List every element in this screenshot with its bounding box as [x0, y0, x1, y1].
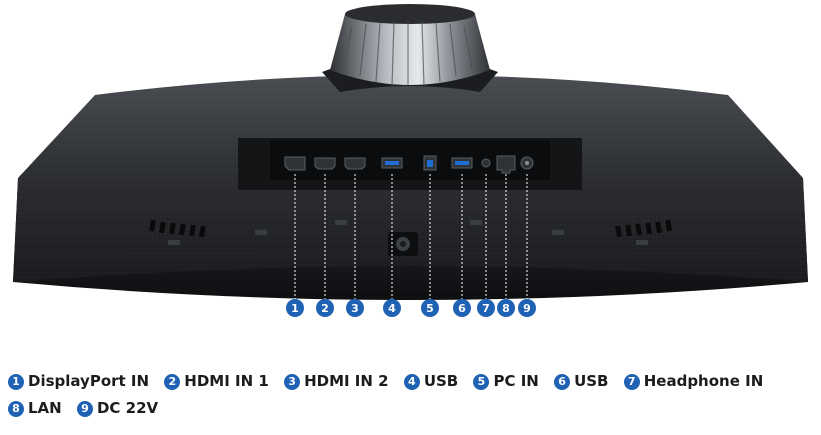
stand-ridges	[343, 20, 473, 88]
callout-number: 2	[321, 302, 329, 315]
number-badge: 3	[284, 373, 301, 390]
callout-badge	[346, 299, 364, 317]
callout-number: 1	[291, 302, 299, 315]
callout-badge	[477, 299, 495, 317]
right-vents	[615, 219, 672, 238]
callout-badge	[497, 299, 515, 317]
callout-number: 6	[458, 302, 466, 315]
callout-number: 3	[351, 302, 359, 315]
legend-label: Headphone IN	[643, 372, 764, 390]
legend-label: LAN	[28, 399, 62, 417]
legend-label: USB	[423, 372, 459, 390]
hdmi-port-icon	[314, 157, 336, 170]
legend-label: PC IN	[493, 372, 539, 390]
usb-b-port-icon	[423, 155, 437, 171]
callout-badge	[383, 299, 401, 317]
callout-badge	[421, 299, 439, 317]
left-vents	[148, 219, 206, 238]
number-badge: 9	[76, 400, 93, 417]
callout-number: 9	[523, 302, 531, 315]
number-badge: 7	[623, 373, 640, 390]
legend-label: DisplayPort IN	[28, 372, 150, 390]
dc-power-jack-icon	[520, 156, 534, 170]
callout-number: 4	[388, 302, 396, 315]
number-badge: 4	[403, 373, 420, 390]
callout-number: 5	[426, 302, 434, 315]
displayport-port-icon	[284, 156, 306, 171]
number-badge: 6	[554, 373, 571, 390]
usb-a-port-icon	[451, 157, 473, 169]
number-badge: 8	[8, 400, 24, 417]
legend-label: HDMI IN 1	[184, 372, 269, 390]
callout-number: 7	[482, 302, 490, 315]
number-badge: 1	[8, 373, 24, 390]
callout-badge	[518, 299, 536, 317]
callout-badge	[316, 299, 334, 317]
callout-badge	[453, 299, 471, 317]
hdmi-port-icon	[344, 157, 366, 170]
legend-label: USB	[574, 372, 609, 390]
callout-badge	[286, 299, 304, 317]
legend-label: DC 22V	[96, 399, 159, 417]
lan-port-icon	[496, 155, 516, 174]
number-badge: 5	[473, 373, 490, 390]
callout-number: 8	[502, 302, 510, 315]
usb-a-port-icon	[381, 157, 403, 169]
joystick-control-icon	[388, 232, 418, 256]
legend-label: HDMI IN 2	[304, 372, 389, 390]
number-badge: 2	[164, 373, 181, 390]
headphone-jack-icon	[481, 158, 491, 168]
